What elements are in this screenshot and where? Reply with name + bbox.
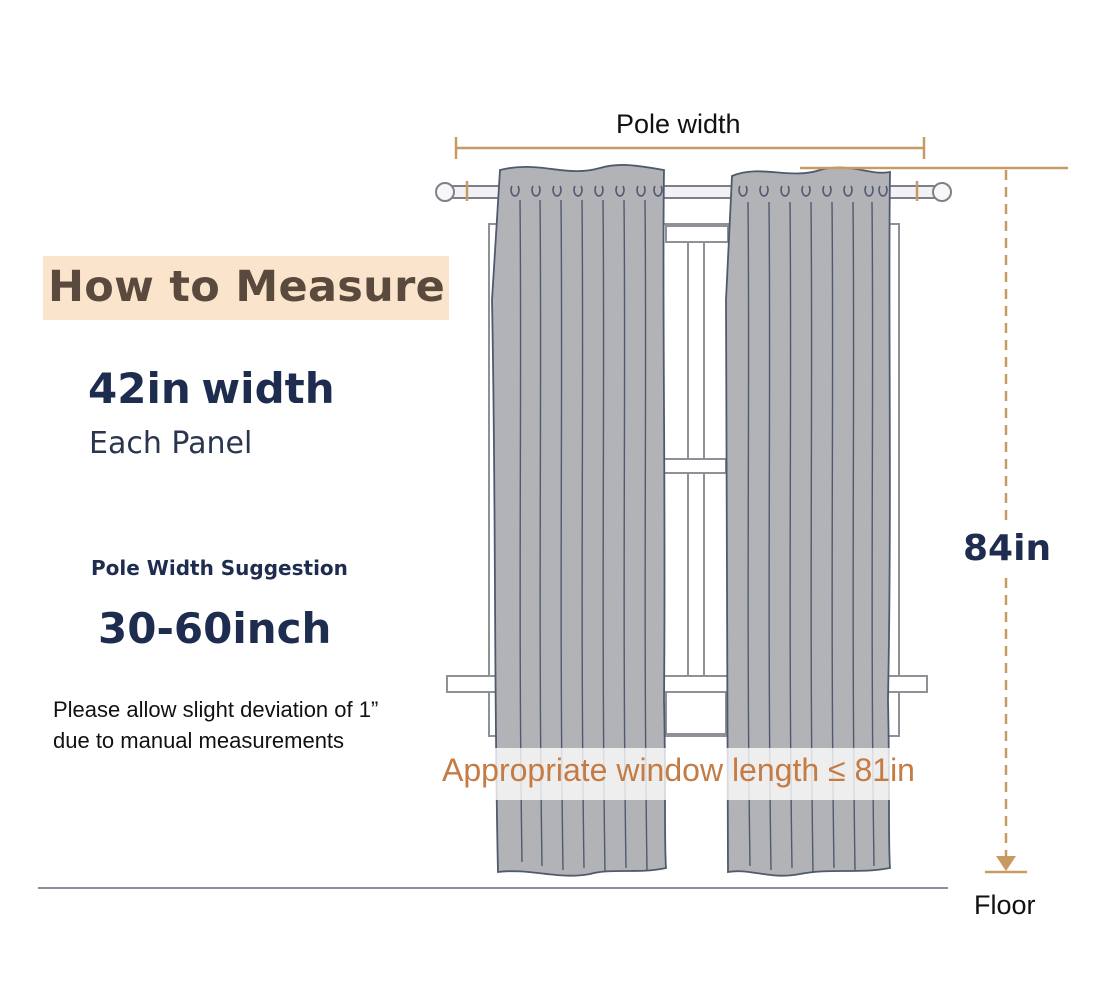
deviation-note-line: due to manual measurements (53, 728, 345, 753)
height-label: 84in (963, 528, 1052, 569)
deviation-note: Please allow slight deviation of 1” due … (53, 694, 378, 756)
floor-label: Floor (974, 890, 1036, 920)
panel-note: Each Panel (89, 426, 253, 461)
left-curtain-panel (491, 164, 667, 877)
deviation-note-line: Please allow slight deviation of 1” (53, 697, 379, 722)
height-measure-line (800, 166, 1068, 874)
panel-width-value: 42in width (88, 364, 335, 413)
pole-suggestion-label: Pole Width Suggestion (91, 556, 348, 580)
right-curtain-panel (725, 166, 891, 877)
pole-width-measure-line (454, 137, 926, 201)
pole-width-label: Pole width (616, 109, 741, 139)
height-arrow-head-icon (996, 856, 1016, 871)
window-length-band (437, 748, 957, 800)
pole-suggestion-value: 30-60inch (98, 604, 332, 653)
page-title: How to Measure (48, 262, 446, 312)
window-length-label: Appropriate window length ≤ 81in (442, 752, 915, 788)
title-highlight (43, 256, 449, 320)
